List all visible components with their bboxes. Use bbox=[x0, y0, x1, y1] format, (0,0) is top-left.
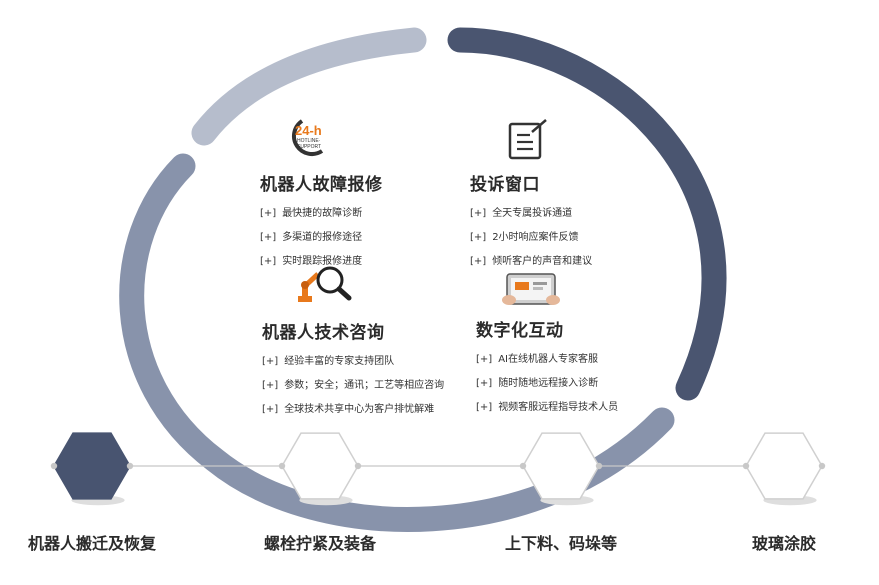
item-marker: [+] bbox=[470, 208, 487, 219]
step-hexagon bbox=[742, 432, 826, 506]
list-item: [+] 参数；安全；通讯；工艺等相应咨询 bbox=[262, 377, 444, 401]
item-text: 最快捷的故障诊断 bbox=[282, 208, 363, 219]
section-title: 投诉窗口 bbox=[470, 175, 540, 195]
item-text: 全天专属投诉通道 bbox=[492, 208, 573, 219]
step-hexagon bbox=[50, 432, 134, 506]
step-label-loading: 上下料、码垛等 bbox=[504, 534, 618, 553]
item-text: 倾听客户的声音和建议 bbox=[492, 256, 593, 267]
list-item: [+] 最快捷的故障诊断 bbox=[260, 205, 383, 229]
list-item: [+] 全球技术共享中心为客户排忧解难 bbox=[262, 401, 444, 425]
item-text: 多渠道的报修途径 bbox=[282, 232, 363, 243]
list-item: [+] 2小时响应案件反馈 bbox=[470, 229, 592, 253]
item-marker: [+] bbox=[476, 402, 493, 413]
list-item: [+] AI在线机器人专家客服 bbox=[476, 351, 618, 375]
list-item: [+] 倾听客户的声音和建议 bbox=[470, 253, 592, 277]
document-edit-icon bbox=[508, 119, 547, 160]
list-item: [+] 全天专属投诉通道 bbox=[470, 205, 592, 229]
section-item-list: [+] 经验丰富的专家支持团队 [+] 参数；安全；通讯；工艺等相应咨询 [+] 全球… bbox=[262, 353, 444, 425]
ring-arc-dark bbox=[447, 27, 727, 401]
tablet-hands-icon bbox=[502, 273, 560, 305]
item-marker: [+] bbox=[262, 356, 279, 367]
24h-hotline-support-icon: 24-h HOTLINE· SUPPORT bbox=[292, 119, 324, 157]
section-title: 机器人故障报修 bbox=[260, 175, 383, 195]
connector-dot bbox=[354, 462, 362, 470]
connector-dot bbox=[818, 462, 826, 470]
item-marker: [+] bbox=[476, 378, 493, 389]
item-marker: [+] bbox=[260, 256, 277, 267]
step-hexagons bbox=[50, 432, 826, 506]
section-item-list: [+] AI在线机器人专家客服 [+] 随时随地远程接入诊断 [+] 视频客服远程指导… bbox=[476, 351, 618, 423]
section-item-list: [+] 最快捷的故障诊断 [+] 多渠道的报修途径 [+] 实时跟踪报修进度 bbox=[260, 205, 383, 277]
step-hexagon bbox=[519, 432, 603, 506]
connector-dot bbox=[50, 462, 58, 470]
item-marker: [+] bbox=[476, 354, 493, 365]
connector-dot bbox=[278, 462, 286, 470]
list-item: [+] 实时跟踪报修进度 bbox=[260, 253, 383, 277]
connector-dot bbox=[519, 462, 527, 470]
section-complaint-window: 投诉窗口 [+] 全天专属投诉通道 [+] 2小时响应案件反馈 [+] 倾听客户的声音… bbox=[470, 170, 592, 277]
list-item: [+] 随时随地远程接入诊断 bbox=[476, 375, 618, 399]
connector-dot bbox=[742, 462, 750, 470]
connector-dot bbox=[595, 462, 603, 470]
hexagon-shape bbox=[745, 432, 823, 500]
item-marker: [+] bbox=[260, 208, 277, 219]
hexagon-shape bbox=[53, 432, 131, 500]
step-label-bolting: 螺栓拧紧及装备 bbox=[263, 534, 377, 553]
24h-icon-sub2-text: SUPPORT bbox=[297, 144, 321, 150]
section-tech-consulting: 机器人技术咨询 [+] 经验丰富的专家支持团队 [+] 参数；安全；通讯；工艺等相应… bbox=[262, 318, 444, 425]
step-hexagon bbox=[278, 432, 362, 506]
robot-arm-magnifier-icon bbox=[298, 266, 352, 302]
section-digital-interaction: 数字化互动 [+] AI在线机器人专家客服 [+] 随时随地远程接入诊断 [+] 视频… bbox=[476, 316, 618, 423]
section-title: 数字化互动 bbox=[476, 321, 564, 341]
item-text: 经验丰富的专家支持团队 bbox=[284, 356, 395, 367]
item-marker: [+] bbox=[470, 232, 487, 243]
ring-arc-mid bbox=[119, 153, 675, 532]
item-marker: [+] bbox=[260, 232, 277, 243]
item-text: 实时跟踪报修进度 bbox=[282, 256, 363, 267]
item-text: 参数；安全；通讯；工艺等相应咨询 bbox=[284, 380, 445, 391]
item-text: 2小时响应案件反馈 bbox=[492, 232, 579, 243]
item-text: 视频客服远程指导技术人员 bbox=[498, 402, 619, 413]
step-label-glass-gluing: 玻璃涂胶 bbox=[751, 534, 817, 553]
list-item: [+] 多渠道的报修途径 bbox=[260, 229, 383, 253]
section-fault-repair: 机器人故障报修 [+] 最快捷的故障诊断 [+] 多渠道的报修途径 [+] 实时跟踪报… bbox=[260, 170, 383, 277]
list-item: [+] 经验丰富的专家支持团队 bbox=[262, 353, 444, 377]
step-label-relocation: 机器人搬迁及恢复 bbox=[27, 534, 157, 553]
ring bbox=[119, 27, 727, 532]
24h-icon-main-text: 24-h bbox=[295, 123, 322, 138]
24h-icon-sub1-text: HOTLINE· bbox=[297, 138, 321, 144]
item-text: 全球技术共享中心为客户排忧解难 bbox=[284, 404, 435, 415]
item-marker: [+] bbox=[262, 404, 279, 415]
section-title: 机器人技术咨询 bbox=[262, 323, 385, 343]
ring-arc-light bbox=[191, 27, 427, 146]
item-text: AI在线机器人专家客服 bbox=[498, 354, 598, 365]
list-item: [+] 视频客服远程指导技术人员 bbox=[476, 399, 618, 423]
item-marker: [+] bbox=[470, 256, 487, 267]
connector-dot bbox=[126, 462, 134, 470]
item-marker: [+] bbox=[262, 380, 279, 391]
section-item-list: [+] 全天专属投诉通道 [+] 2小时响应案件反馈 [+] 倾听客户的声音和建议 bbox=[470, 205, 592, 277]
item-text: 随时随地远程接入诊断 bbox=[498, 378, 599, 389]
